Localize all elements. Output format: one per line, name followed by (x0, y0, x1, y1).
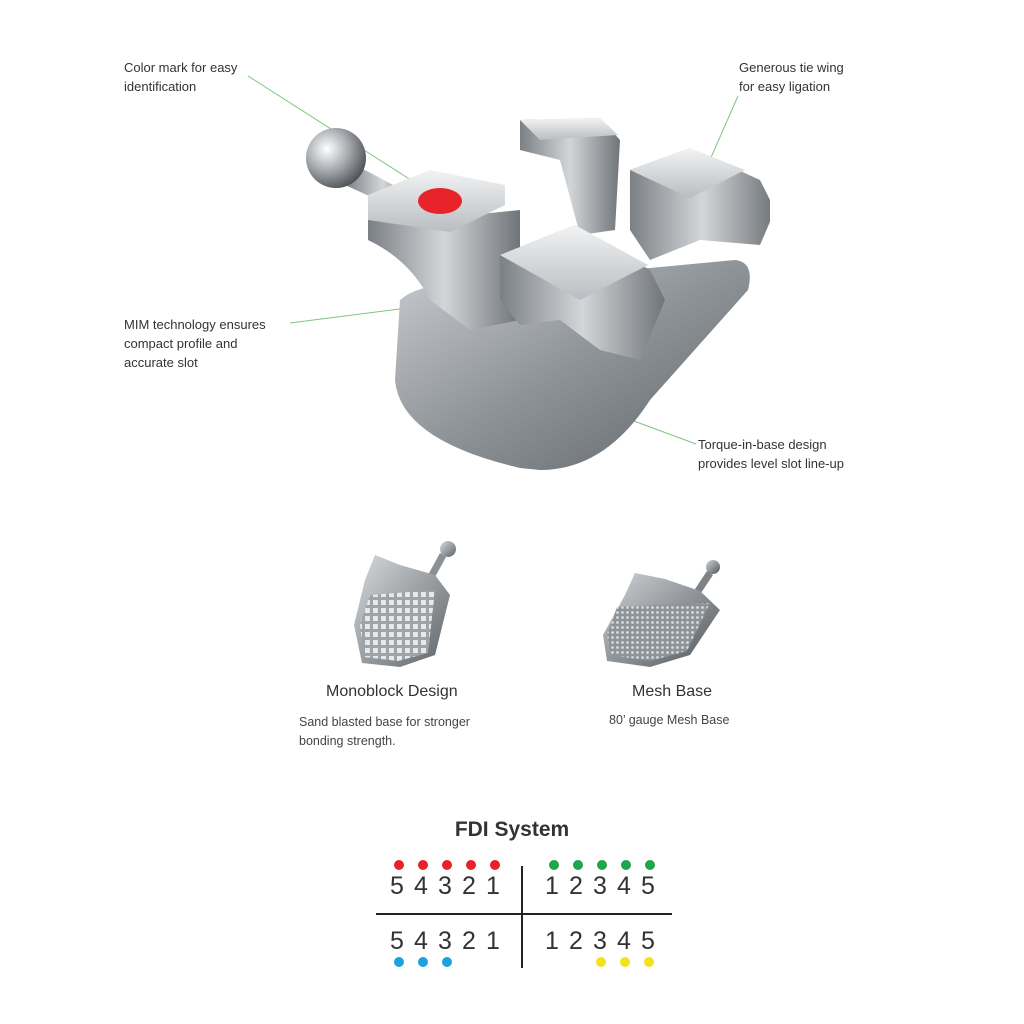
dot-upper-left (490, 860, 500, 870)
fdi-dots-lower-left (394, 957, 452, 967)
bracket-rear-wing-top (520, 118, 618, 140)
fdi-lower-right-numbers: 1 2 3 4 5 (543, 927, 659, 956)
fdi-tooth-number: 2 (569, 927, 585, 955)
fdi-dots-upper-right (549, 860, 655, 870)
monoblock-base-studs (360, 590, 435, 661)
fdi-tooth-number: 4 (414, 872, 430, 900)
fdi-upper-left-numbers: 5 4 3 2 1 (388, 872, 504, 901)
fdi-tooth-number: 4 (617, 872, 633, 900)
fdi-tooth-number: 5 (641, 927, 657, 955)
callout-torque: Torque-in-base design provides level slo… (698, 435, 844, 473)
variant-title-monoblock: Monoblock Design (326, 683, 458, 700)
variant-desc-monoblock-line1: Sand blasted base for stronger (299, 715, 470, 729)
bracket-hook-ball (306, 128, 366, 188)
fdi-tooth-number: 4 (617, 927, 633, 955)
monoblock-hook-ball (440, 541, 456, 557)
callout-tie-wing: Generous tie wing for easy ligation (739, 58, 844, 96)
bracket-rear-wing (520, 118, 620, 235)
fdi-tooth-number: 1 (545, 927, 561, 955)
fdi-tooth-number: 5 (390, 927, 406, 955)
bracket-left-wing-side (368, 205, 520, 330)
fdi-title: FDI System (454, 818, 570, 841)
fdi-tooth-number: 5 (641, 872, 657, 900)
dot-upper-right (549, 860, 559, 870)
fdi-tooth-number: 1 (486, 927, 502, 955)
callout-color-mark: Color mark for easy identification (124, 58, 237, 96)
variant-desc-monoblock: Sand blasted base for stronger bonding s… (299, 713, 470, 751)
fdi-upper-right-numbers: 1 2 3 4 5 (543, 872, 659, 901)
dot-lower-left (442, 957, 452, 967)
dot-lower-right (620, 957, 630, 967)
color-mark-dot (418, 188, 462, 214)
fdi-tooth-number: 5 (390, 872, 406, 900)
variant-title-mesh: Mesh Base (632, 683, 713, 700)
fdi-dots-upper-left (394, 860, 500, 870)
callout-tie-wing-line2: for easy ligation (739, 79, 831, 94)
fdi-tooth-number: 4 (414, 927, 430, 955)
fdi-tooth-number: 1 (486, 872, 502, 900)
bracket-illustration (306, 118, 770, 470)
callout-mim-line3: accurate slot (124, 355, 198, 370)
fdi-tooth-number: 2 (462, 927, 478, 955)
fdi-tooth-number: 1 (545, 872, 561, 900)
bracket-front-wing-top (500, 225, 648, 300)
monoblock-hook-stem (428, 553, 446, 579)
fdi-dots-lower-right (596, 957, 654, 967)
fdi-tooth-number: 3 (593, 872, 609, 900)
dot-upper-right (621, 860, 631, 870)
dot-lower-right (596, 957, 606, 967)
callout-color-mark-line2: identification (124, 79, 197, 94)
mesh-hook-ball (706, 560, 720, 574)
callout-color-mark-line1: Color mark for easy (124, 60, 238, 75)
variant-desc-mesh-line1: 80’ gauge Mesh Base (609, 713, 730, 727)
dot-upper-right (573, 860, 583, 870)
fdi-tooth-number: 2 (569, 872, 585, 900)
dot-lower-left (418, 957, 428, 967)
mesh-hook-stem (695, 571, 713, 593)
dot-lower-right (644, 957, 654, 967)
variant-desc-mesh: 80’ gauge Mesh Base (609, 711, 729, 730)
monoblock-illustration (354, 541, 456, 667)
dot-upper-right (597, 860, 607, 870)
callout-torque-line2: provides level slot line-up (698, 456, 844, 471)
fdi-tooth-number: 3 (438, 927, 454, 955)
callout-tie-wing-line1: Generous tie wing (739, 60, 844, 75)
bracket-right-wing-top (630, 148, 745, 198)
dot-upper-left (418, 860, 428, 870)
dot-upper-left (394, 860, 404, 870)
callout-mim: MIM technology ensures compact profile a… (124, 315, 266, 372)
callout-mim-line1: MIM technology ensures (124, 317, 266, 332)
fdi-tooth-number: 3 (438, 872, 454, 900)
fdi-tooth-number: 2 (462, 872, 478, 900)
mesh-base-pattern (607, 603, 710, 661)
callout-mim-line2: compact profile and (124, 336, 238, 351)
fdi-lower-left-numbers: 5 4 3 2 1 (388, 927, 504, 956)
mesh-illustration (603, 560, 720, 667)
dot-upper-left (442, 860, 452, 870)
variant-desc-monoblock-line2: bonding strength. (299, 734, 396, 748)
dot-lower-left (394, 957, 404, 967)
dot-upper-right (645, 860, 655, 870)
callout-torque-line1: Torque-in-base design (698, 437, 827, 452)
fdi-tooth-number: 3 (593, 927, 609, 955)
dot-upper-left (466, 860, 476, 870)
